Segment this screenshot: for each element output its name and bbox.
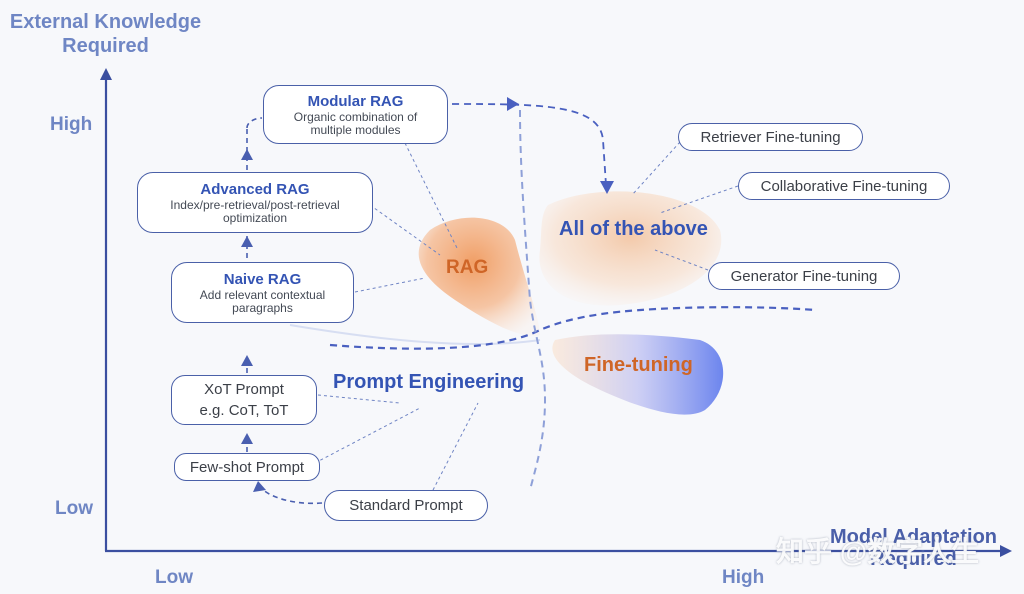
naive-rag-desc-line2: paragraphs (232, 300, 293, 315)
y-axis-title-line2: Required (62, 35, 149, 57)
node-few-shot-prompt: Few-shot Prompt (174, 453, 320, 481)
region-label-all-of-the-above: All of the above (559, 218, 708, 240)
region-label-fine-tuning: Fine-tuning (584, 354, 693, 376)
node-advanced-rag: Advanced RAG Index/pre-retrieval/post-re… (137, 172, 373, 233)
pill-collaborative-fine-tuning: Collaborative Fine-tuning (738, 172, 950, 200)
all-of-the-above-blob (539, 191, 722, 306)
watermark-text: 知乎 @数字人生 (776, 536, 980, 567)
x-axis-low-label: Low (155, 567, 193, 588)
x-axis-title: Model Adaptation Required (826, 526, 1001, 570)
y-axis-high-label: High (50, 114, 93, 135)
fine-tuning-blob (552, 334, 724, 415)
node-xot-prompt: XoT Prompt e.g. CoT, ToT (171, 375, 317, 425)
naive-rag-desc-line1: Add relevant contextual (199, 287, 326, 302)
advanced-rag-desc-line1: Index/pre-retrieval/post-retrieval (170, 197, 340, 212)
xot-prompt-line1: XoT Prompt (204, 381, 284, 398)
modular-rag-desc-line1: Organic combination of (293, 109, 418, 124)
x-axis-high-label: High (722, 567, 765, 588)
node-standard-prompt: Standard Prompt (324, 490, 488, 521)
boundary-vertical (519, 109, 547, 491)
pill-generator-fine-tuning: Generator Fine-tuning (708, 262, 900, 290)
region-label-rag: RAG (446, 257, 489, 278)
advanced-rag-desc-line2: optimization (222, 210, 288, 225)
boundary-horizontal (329, 306, 816, 350)
xot-prompt-line2: e.g. CoT, ToT (199, 402, 289, 419)
region-label-prompt-engineering: Prompt Engineering (333, 371, 525, 393)
pill-retriever-fine-tuning: Retriever Fine-tuning (678, 123, 863, 151)
rag-blob (418, 217, 540, 336)
naive-rag-title: Naive RAG (223, 270, 302, 288)
modular-rag-title: Modular RAG (307, 92, 404, 110)
node-naive-rag: Naive RAG Add relevant contextual paragr… (171, 262, 354, 323)
y-axis-title: External Knowledge Required (8, 10, 203, 58)
modular-rag-desc-line2: multiple modules (310, 122, 401, 137)
y-axis-low-label: Low (55, 498, 93, 519)
x-axis-title-line1: Model Adaptation (829, 526, 998, 548)
node-modular-rag: Modular RAG Organic combination of multi… (263, 85, 448, 144)
x-axis-title-line2: Required (870, 548, 957, 570)
advanced-rag-title: Advanced RAG (200, 180, 310, 198)
y-axis-title-line1: External Knowledge (9, 11, 202, 33)
